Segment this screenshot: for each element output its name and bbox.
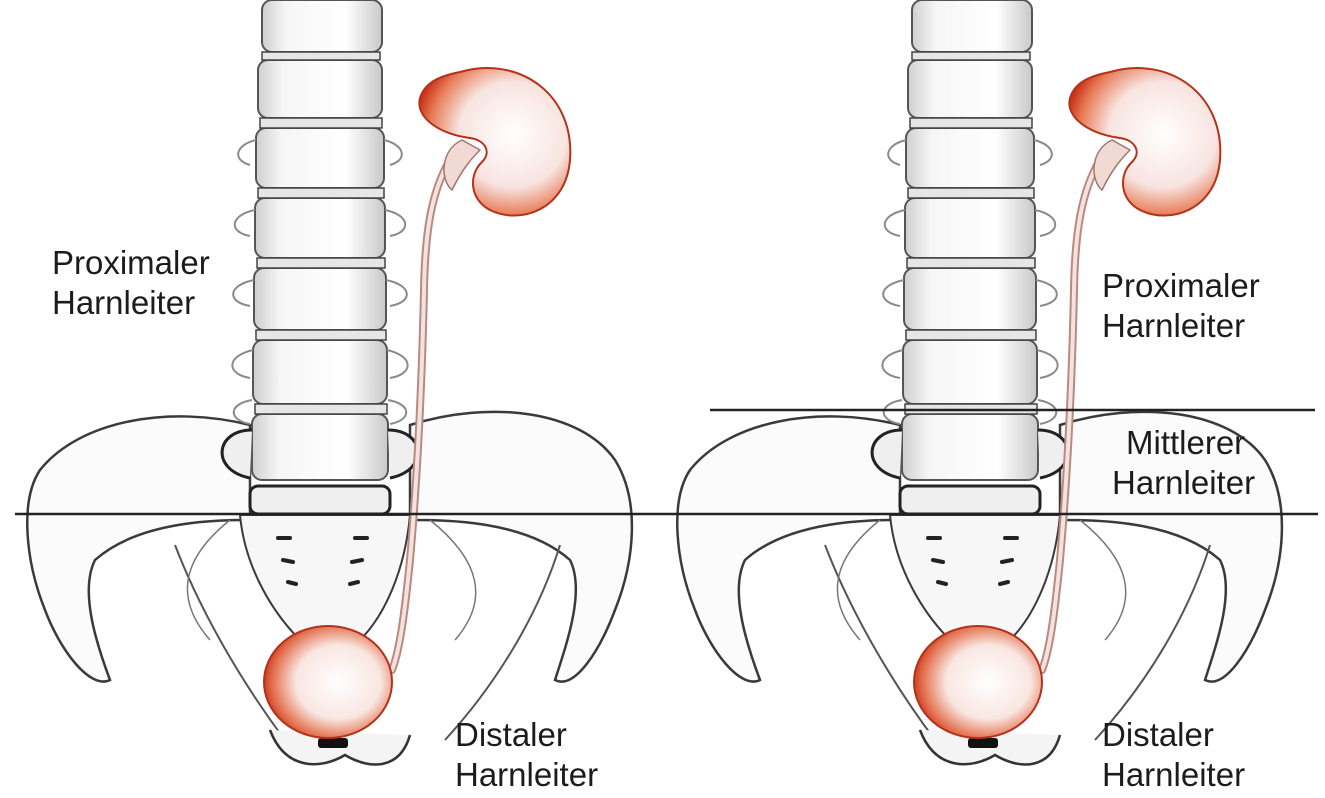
right-label-proximal: Proximaler Harnleiter (1102, 266, 1260, 346)
left-anatomy-figure (27, 0, 632, 765)
right-label-proximal-line1: Proximaler (1102, 266, 1260, 306)
left-label-distal-line2: Harnleiter (455, 755, 598, 795)
left-label-proximal-line2: Harnleiter (52, 283, 210, 323)
right-label-proximal-line2: Harnleiter (1102, 306, 1260, 346)
left-label-proximal-line1: Proximaler (52, 243, 210, 283)
right-anatomy-figure (677, 0, 1282, 765)
left-label-distal: Distaler Harnleiter (455, 715, 598, 795)
right-label-distal: Distaler Harnleiter (1102, 715, 1245, 795)
right-label-distal-line2: Harnleiter (1102, 755, 1245, 795)
left-label-proximal: Proximaler Harnleiter (52, 243, 210, 323)
right-label-middle-line2: Harnleiter (1112, 463, 1255, 503)
left-label-distal-line1: Distaler (455, 715, 598, 755)
right-label-middle: Mittlerer Harnleiter (1112, 423, 1255, 503)
right-label-distal-line1: Distaler (1102, 715, 1245, 755)
right-label-middle-line1: Mittlerer (1112, 423, 1255, 463)
